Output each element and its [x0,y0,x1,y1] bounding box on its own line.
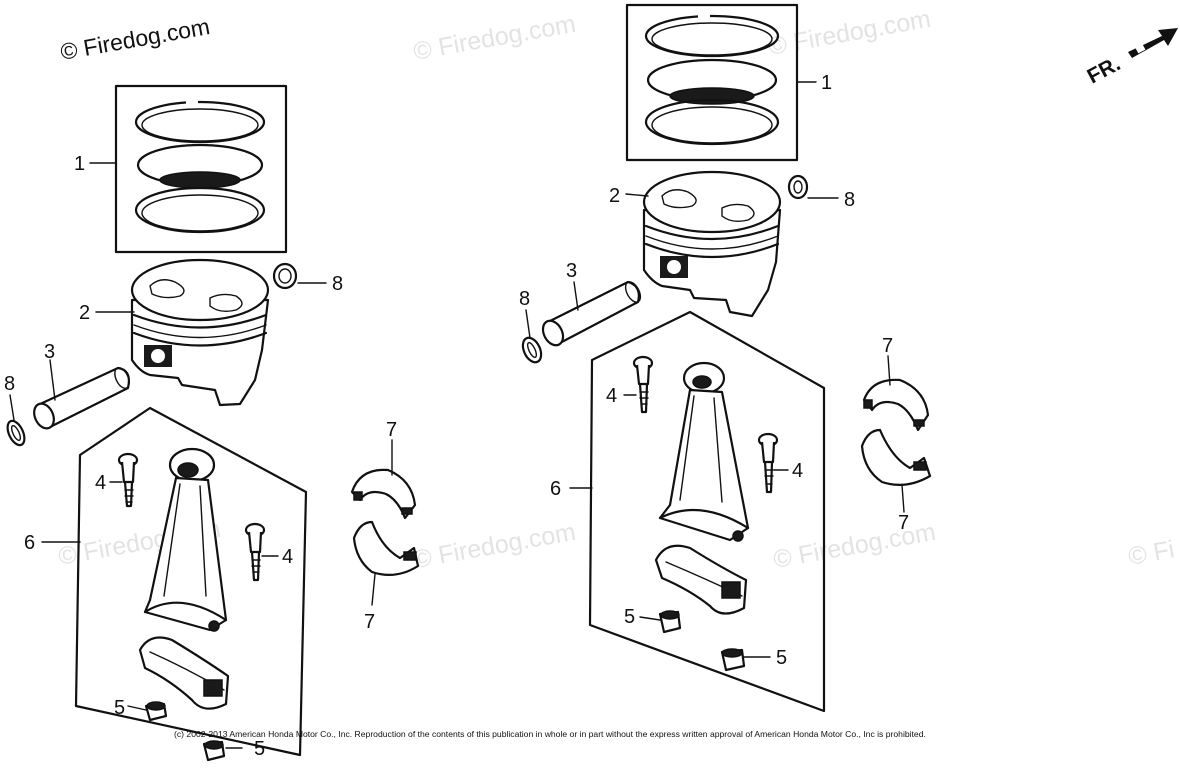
rod-bolt [632,355,654,414]
callout-rod-bearing: 7 [364,611,375,633]
pin-clip-right [272,262,298,290]
watermark-faint: © Firedog.com [411,518,578,574]
callout-rod-nut: 5 [254,738,265,760]
callout-rod-bearing: 7 [386,419,397,441]
rod-bearing-upper [350,468,417,520]
watermark-faint: © Firedog.com [766,5,933,61]
rod-bolt [117,452,139,508]
pin-clip-left [521,336,543,364]
rod-nut [202,740,226,762]
callout-piston-rings: 1 [74,153,85,175]
connecting-rod [658,361,750,542]
pin-clip-left [6,419,26,447]
direction-marker: FR. [1084,28,1178,88]
connecting-rod-assembly-box [74,406,308,757]
piston-pin [541,280,642,347]
callout-connecting-rod: 6 [24,532,35,554]
piston [130,258,270,407]
callout-rod-nut: 5 [114,697,125,719]
callout-piston-pin: 3 [566,260,577,282]
left-assembly: 1 2 3 8 8 4 4 6 7 7 5 5 [4,84,420,762]
piston-rings [644,13,780,146]
callout-rod-bolt: 4 [95,472,106,494]
rod-nut [720,648,746,672]
callout-rod-bearing: 7 [882,335,893,357]
callout-piston-rings: 1 [821,72,832,94]
callout-rod-nut: 5 [776,647,787,669]
connecting-rod [143,447,228,632]
rod-bolt [757,432,779,494]
callout-rod-nut: 5 [624,606,635,628]
right-assembly: 1 2 3 8 8 4 4 6 7 7 5 5 [519,3,932,713]
callout-rod-bolt: 4 [282,546,293,568]
rod-bearing-lower [352,520,420,577]
piston-ring-set-box [114,84,288,254]
pin-clip-right [787,174,809,200]
callout-pin-clip: 8 [519,288,530,310]
right-leaders [525,81,905,658]
rod-cap [654,544,748,615]
callout-rod-bolt: 4 [606,385,617,407]
rod-nut [144,701,168,722]
piston-rings [134,100,266,234]
connecting-rod-assembly-box [588,310,826,713]
left-leaders [9,162,393,749]
direction-label: FR. [1084,52,1125,88]
callout-rod-bearing: 7 [898,512,909,534]
callout-pin-clip: 8 [844,189,855,211]
piston-pin [33,366,130,430]
callout-piston: 2 [609,185,620,207]
piston [642,170,782,318]
watermark-faint: © Firedog.com [771,518,938,574]
copyright-notice: (c) 2002-2013 American Honda Motor Co., … [174,729,926,739]
callout-rod-bolt: 4 [792,460,803,482]
rod-bearing-upper [862,378,930,432]
callout-pin-clip: 8 [332,273,343,295]
rod-bearing-lower [860,428,932,487]
arrow-icon [1128,28,1178,58]
callout-connecting-rod: 6 [550,478,561,500]
callout-pin-clip: 8 [4,373,15,395]
rod-nut [658,610,682,634]
rod-cap [138,636,230,710]
watermark-partial: © Fi [1126,535,1176,571]
callout-piston-pin: 3 [44,341,55,363]
rod-bolt [244,522,266,582]
watermark-primary: © Firedog.com [58,13,211,65]
callout-piston: 2 [79,302,90,324]
watermark-faint: © Firedog.com [411,10,578,66]
